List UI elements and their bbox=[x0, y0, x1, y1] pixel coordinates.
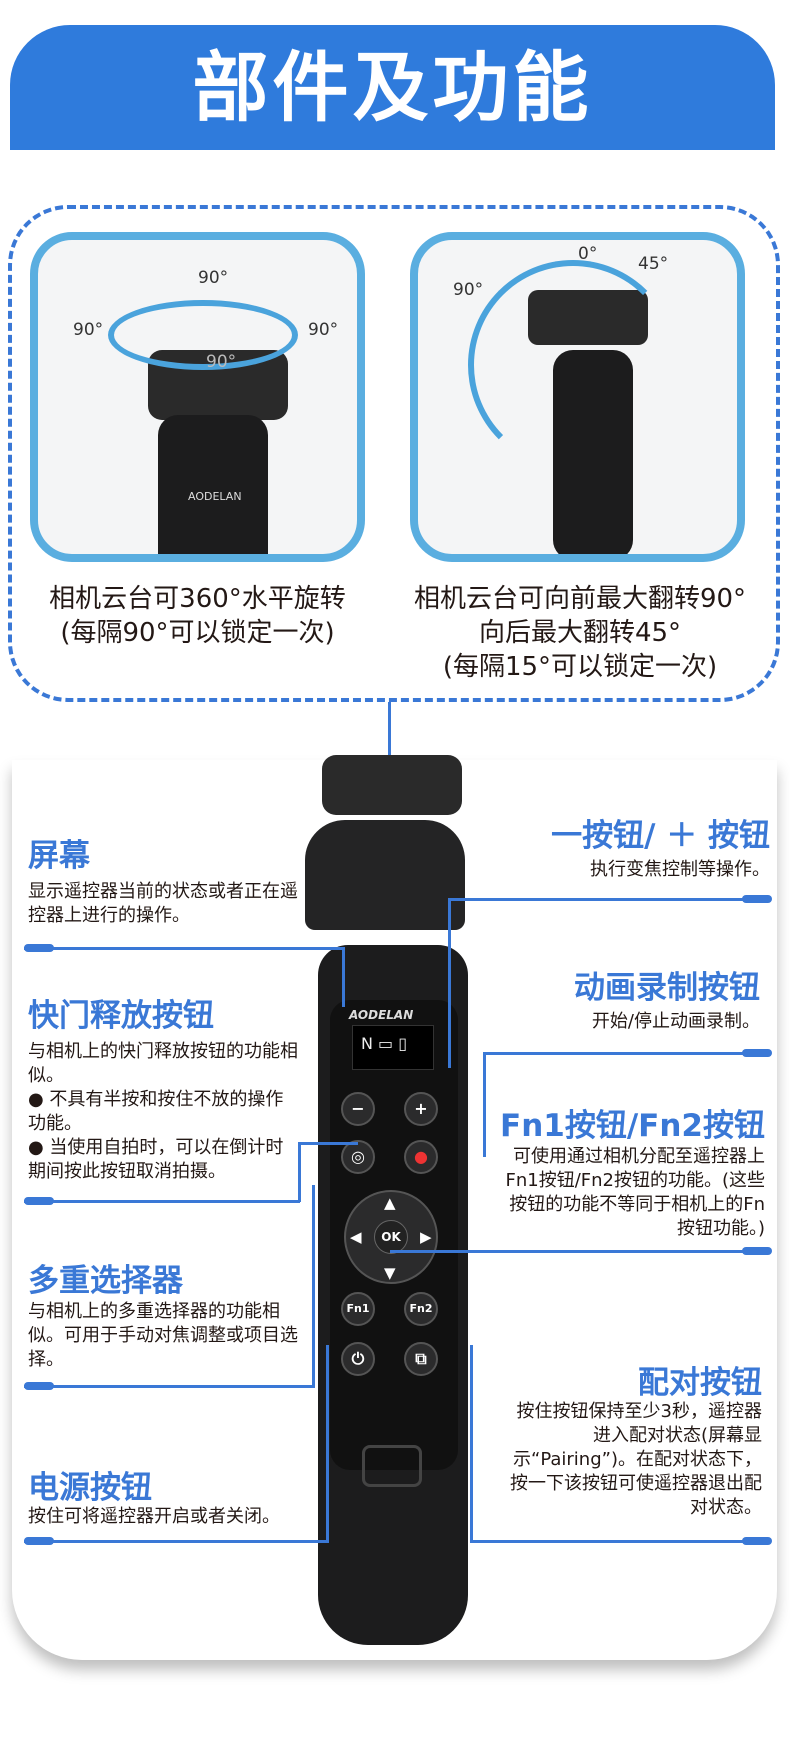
line-tab bbox=[742, 1247, 772, 1255]
fn1-button[interactable]: Fn1 bbox=[341, 1292, 375, 1326]
connector-line bbox=[298, 1142, 301, 1202]
degree-label: 90° bbox=[198, 268, 229, 288]
line-tab bbox=[24, 944, 54, 952]
tilt-head bbox=[305, 820, 465, 930]
connector-line bbox=[448, 898, 768, 901]
camera-mount bbox=[322, 755, 462, 815]
grip-image bbox=[158, 415, 268, 554]
caption-line: 相机云台可360°水平旋转 bbox=[49, 584, 346, 614]
caption-line: 向后最大翻转45° bbox=[478, 618, 682, 648]
tilt-caption: 相机云台可向前最大翻转90° 向后最大翻转45° (每隔15°可以锁定一次) bbox=[395, 582, 765, 684]
connector-line bbox=[312, 1185, 315, 1388]
desc-line: 与相机上的快门释放按钮的功能相似。 bbox=[28, 1041, 298, 1086]
page-title: 部件及功能 bbox=[10, 25, 775, 150]
connector-line bbox=[470, 1540, 768, 1543]
connector-line bbox=[388, 702, 391, 792]
power-title: 电源按钮 bbox=[28, 1470, 152, 1506]
bullet-item: ● 当使用自拍时，可以在倒计时期间按此按钮取消拍摄。 bbox=[28, 1137, 284, 1182]
left-arrow-icon[interactable]: ◀ bbox=[350, 1228, 362, 1246]
connector-line bbox=[24, 1540, 328, 1543]
line-tab bbox=[742, 1537, 772, 1545]
mode-indicator: N bbox=[361, 1034, 373, 1053]
multi-selector[interactable]: ▲ ▼ ◀ ▶ OK bbox=[344, 1190, 438, 1284]
degree-label: 90° bbox=[308, 320, 339, 340]
connector-line bbox=[24, 1385, 314, 1388]
connector-line bbox=[448, 898, 451, 1068]
display-screen: N ▭ ▯ bbox=[352, 1025, 434, 1070]
pair-button-desc: 按住按钮保持至少3秒，遥控器进入配对状态(屏幕显示“Pairing”)。在配对状… bbox=[510, 1401, 762, 1518]
line-tab bbox=[24, 1537, 54, 1545]
connector-line bbox=[24, 947, 344, 950]
down-arrow-icon[interactable]: ▼ bbox=[384, 1264, 396, 1282]
tilt-arrow-icon bbox=[468, 260, 678, 470]
line-tab bbox=[742, 895, 772, 903]
shutter-button[interactable]: ◎ bbox=[341, 1140, 375, 1174]
connector-line bbox=[24, 1200, 300, 1203]
line-tab bbox=[24, 1382, 54, 1390]
zoom-buttons-title: 一按钮/ ＋ 按钮 bbox=[551, 818, 770, 854]
zoom-buttons-desc: 执行变焦控制等操作。 bbox=[590, 859, 770, 880]
caption-line: 相机云台可向前最大翻转90° bbox=[413, 584, 747, 614]
tilt-rotation-image: 0° 45° 90° bbox=[410, 232, 745, 562]
record-button-desc: 开始/停止动画录制。 bbox=[591, 1011, 760, 1032]
multi-selector-desc: 与相机上的多重选择器的功能相似。可用于手动对焦调整或项目选择。 bbox=[28, 1301, 298, 1370]
connector-line bbox=[483, 1052, 768, 1055]
rotation-info-box bbox=[8, 205, 780, 702]
power-button[interactable]: ⏻ bbox=[341, 1342, 375, 1376]
power-desc: 按住可将遥控器开启或者关闭。 bbox=[28, 1506, 280, 1527]
rotation-arrow-icon bbox=[108, 300, 298, 370]
degree-label: 90° bbox=[206, 352, 237, 372]
connector-line bbox=[483, 1052, 486, 1157]
connector-line bbox=[470, 1345, 473, 1543]
fn-buttons-desc: 可使用通过相机分配至遥控器上Fn1按钮/Fn2按钮的功能。(这些按钮的功能不等同… bbox=[505, 1146, 765, 1239]
line-tab bbox=[742, 1049, 772, 1057]
right-arrow-icon[interactable]: ▶ bbox=[420, 1228, 432, 1246]
plus-button[interactable]: + bbox=[404, 1092, 438, 1126]
horizontal-rotation-image: AODELAN 90° 90° 90° 90° bbox=[30, 232, 365, 562]
mount-slot bbox=[362, 1445, 422, 1487]
connector-line bbox=[326, 1345, 329, 1543]
fn2-button[interactable]: Fn2 bbox=[404, 1292, 438, 1326]
degree-label: 45° bbox=[638, 254, 669, 274]
up-arrow-icon[interactable]: ▲ bbox=[384, 1194, 396, 1212]
minus-button[interactable]: − bbox=[341, 1092, 375, 1126]
degree-label: 90° bbox=[73, 320, 104, 340]
grip-image bbox=[553, 350, 633, 554]
caption-line: (每隔15°可以锁定一次) bbox=[442, 652, 718, 682]
brand-logo: AODELAN bbox=[188, 490, 242, 503]
pair-button-title: 配对按钮 bbox=[638, 1365, 762, 1401]
record-button[interactable]: ● bbox=[404, 1140, 438, 1174]
screen-title: 屏幕 bbox=[28, 838, 90, 874]
fn-buttons-title: Fn1按钮/Fn2按钮 bbox=[500, 1108, 765, 1144]
line-tab bbox=[24, 1197, 54, 1205]
connector-line bbox=[342, 947, 345, 1007]
ok-button[interactable]: OK bbox=[374, 1220, 408, 1254]
shutter-desc: 与相机上的快门释放按钮的功能相似。 ● 不具有半按和按住不放的操作功能。 ● 当… bbox=[28, 1040, 298, 1184]
shutter-title: 快门释放按钮 bbox=[28, 998, 214, 1034]
degree-label: 90° bbox=[453, 280, 484, 300]
brand-logo: AODELAN bbox=[349, 1008, 414, 1022]
connector-line bbox=[298, 1142, 358, 1145]
record-button-title: 动画录制按钮 bbox=[574, 970, 760, 1006]
horizontal-caption: 相机云台可360°水平旋转 (每隔90°可以锁定一次) bbox=[20, 582, 375, 650]
connector-line bbox=[390, 1250, 768, 1253]
pair-button[interactable]: ⧉ bbox=[404, 1342, 438, 1376]
caption-line: (每隔90°可以锁定一次) bbox=[60, 618, 335, 648]
screen-desc: 显示遥控器当前的状态或者正在遥控器上进行的操作。 bbox=[28, 881, 298, 926]
bullet-item: ● 不具有半按和按住不放的操作功能。 bbox=[28, 1089, 284, 1134]
multi-selector-title: 多重选择器 bbox=[28, 1263, 183, 1299]
degree-label: 0° bbox=[578, 244, 598, 264]
